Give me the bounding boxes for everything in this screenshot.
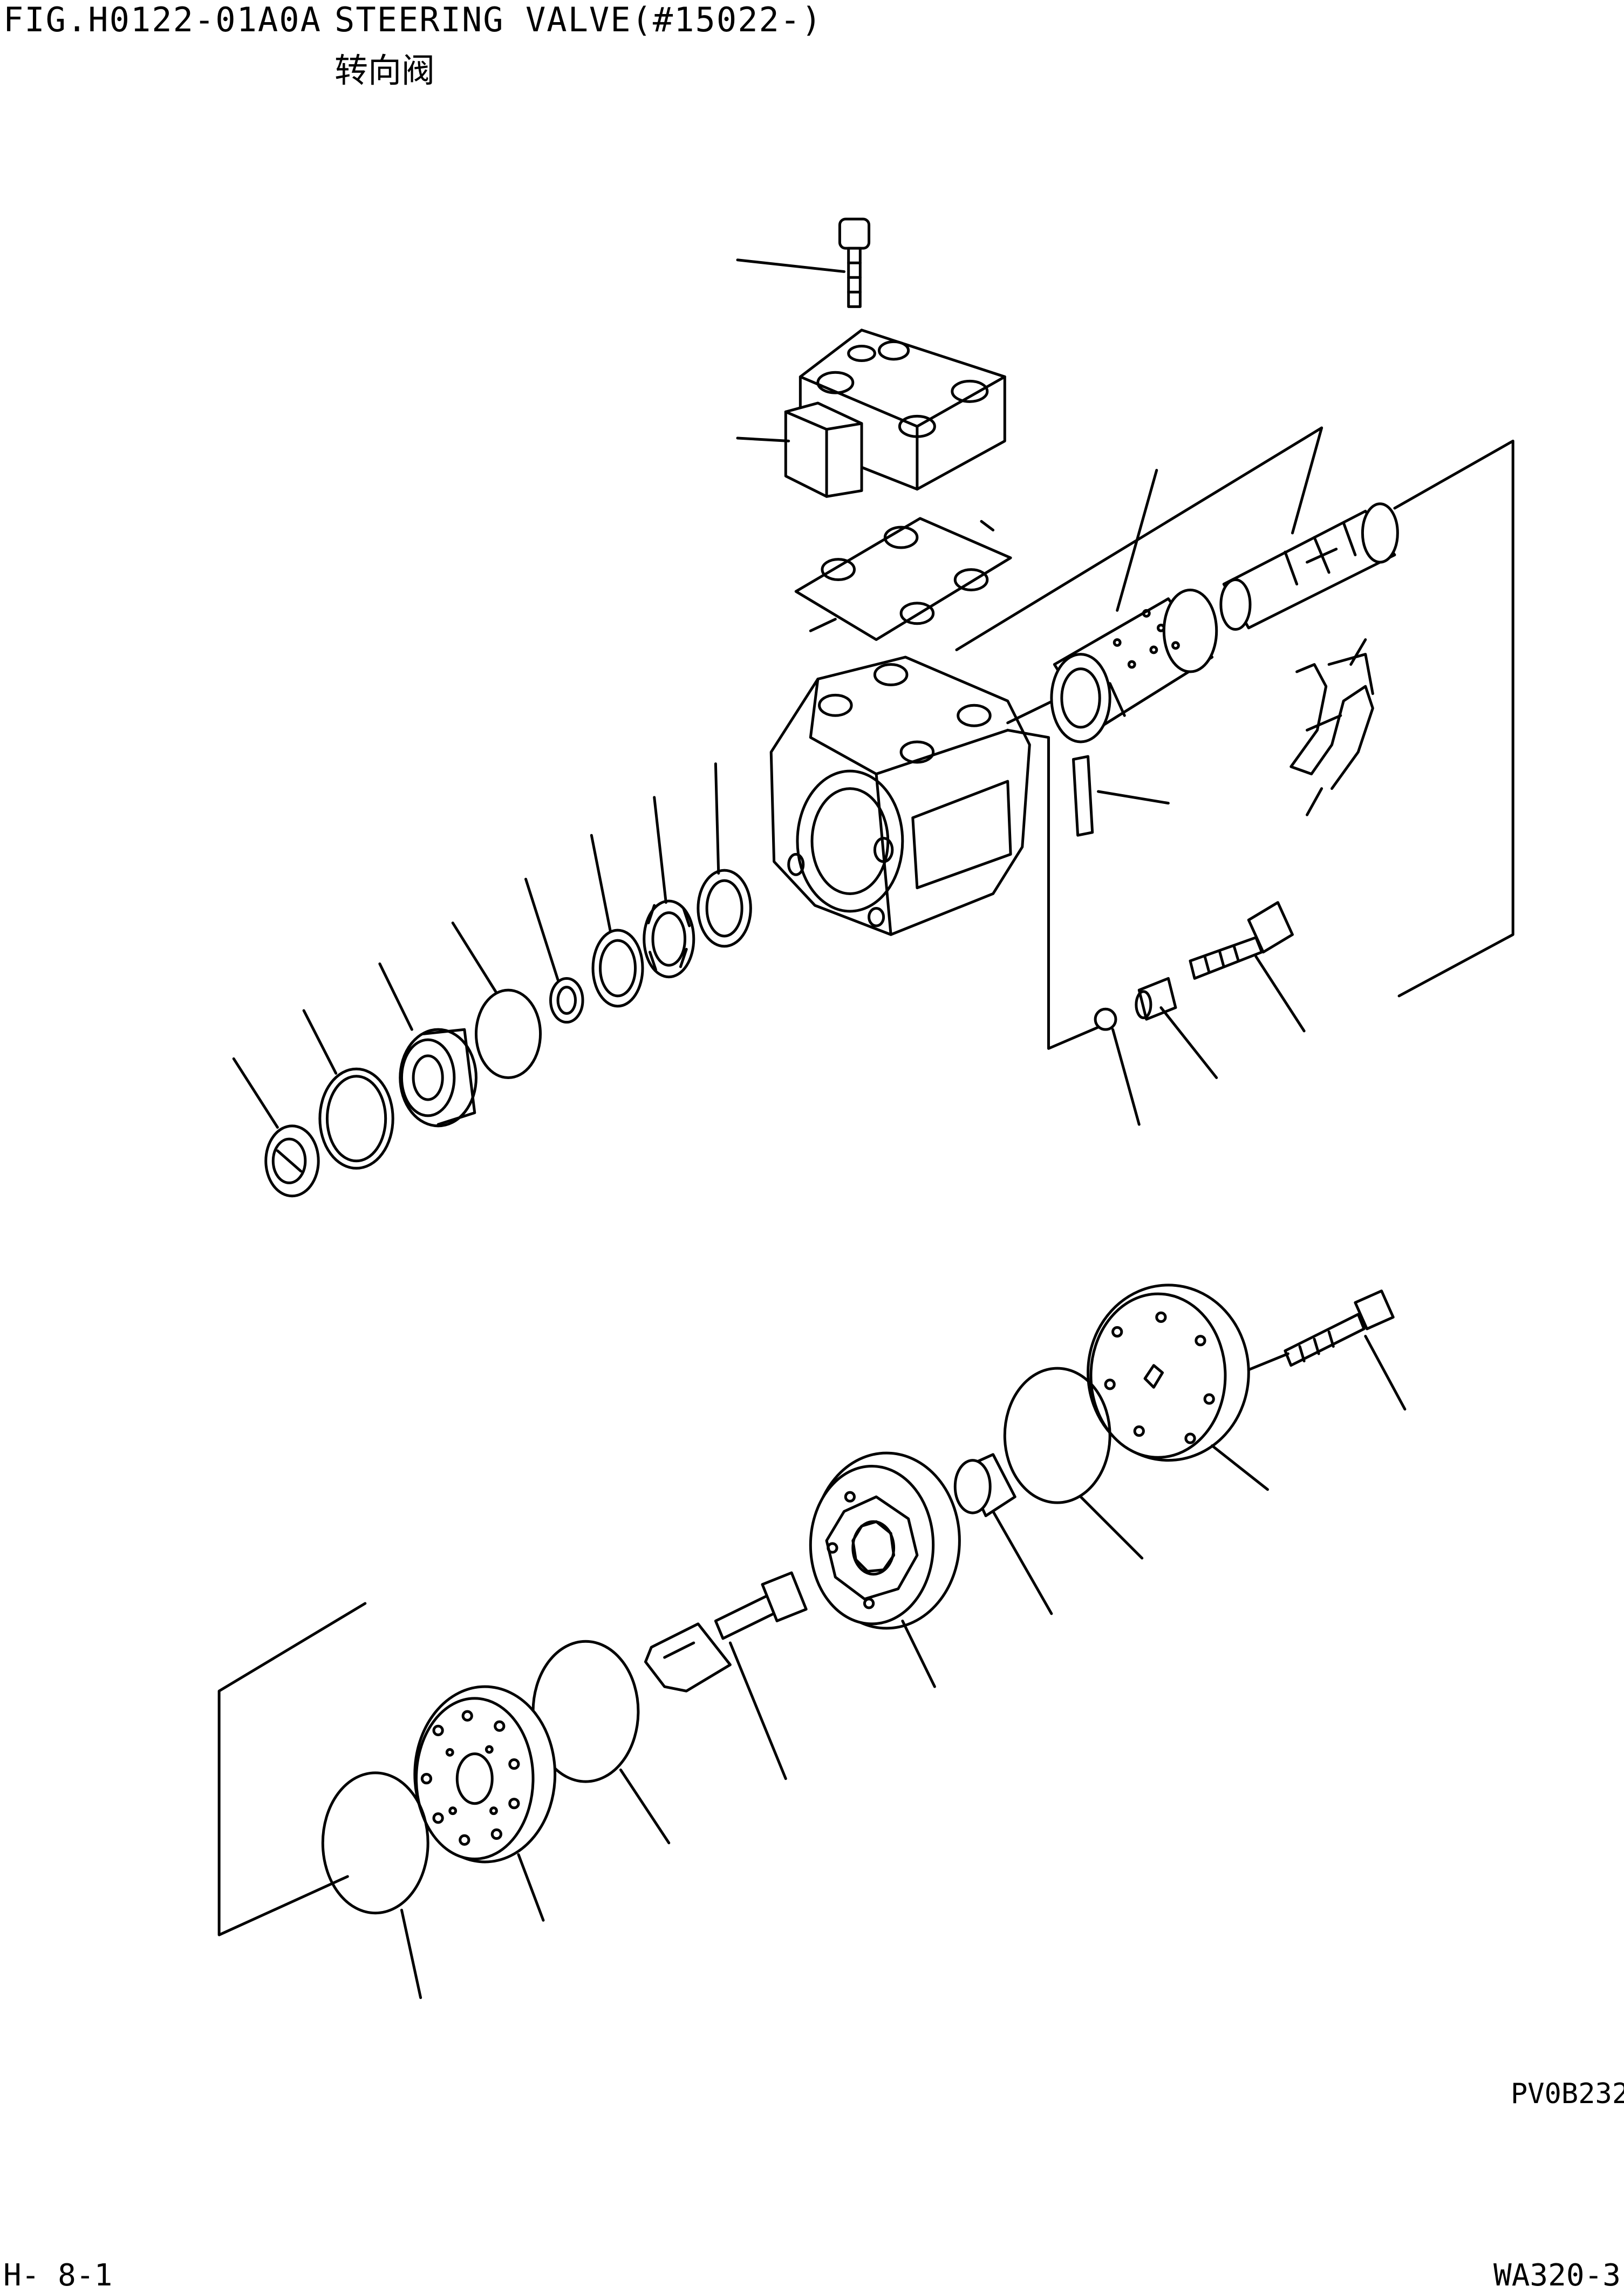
- distributor-plate: [415, 1687, 555, 1862]
- leader-line: [1117, 470, 1157, 611]
- gasket: [796, 518, 1011, 640]
- leader-line: [903, 1621, 935, 1687]
- check-valve-plug: [1190, 903, 1292, 979]
- group-bracket: [1395, 441, 1513, 996]
- leader-line: [738, 438, 789, 441]
- leader-line: [730, 1643, 786, 1779]
- cross-pin: [1073, 756, 1092, 835]
- valve-body: [771, 657, 1029, 934]
- cover-bolt: [840, 219, 869, 306]
- model-number: WA320-3: [1493, 2258, 1621, 2293]
- lip-seal: [266, 1126, 318, 1196]
- o-ring: [698, 870, 750, 946]
- dust-seal: [476, 990, 540, 1077]
- figure-code: FIG.H0122-01A0A: [3, 0, 322, 39]
- leader-line: [993, 1511, 1052, 1613]
- leader-line: [1366, 1336, 1405, 1409]
- check-valve-seat: [1136, 978, 1176, 1019]
- leader-line: [591, 835, 610, 932]
- leader-line: [1248, 1354, 1288, 1370]
- gerotor-set: [810, 1453, 959, 1628]
- figure-subtitle: 转向阀: [335, 51, 435, 90]
- page-number: H- 8-1: [3, 2258, 113, 2293]
- end-cover-bolt: [1285, 1291, 1393, 1366]
- leader-line: [234, 1059, 277, 1127]
- group-bracket: [1008, 730, 1110, 1048]
- valve-cover: [786, 330, 1005, 497]
- leader-line: [654, 797, 666, 903]
- leader-line: [1292, 428, 1321, 533]
- group-bracket: [957, 428, 1322, 650]
- o-ring-large: [1005, 1368, 1110, 1503]
- drawing-id: PV0B232: [1511, 2078, 1624, 2110]
- leader-line: [453, 923, 496, 993]
- leader-line: [1307, 789, 1322, 815]
- centering-springs: [1291, 654, 1373, 789]
- end-cap: [400, 1029, 476, 1126]
- drive-shaft: [645, 1573, 806, 1691]
- leader-line: [1351, 640, 1366, 665]
- retaining-ring: [551, 978, 583, 1022]
- spool-sleeve: [1052, 590, 1217, 741]
- group-bracket: [219, 1603, 365, 1935]
- leader-line: [1212, 1446, 1268, 1490]
- thrust-washer: [593, 930, 643, 1006]
- leader-line: [380, 964, 412, 1029]
- leader-line: [401, 1910, 420, 1997]
- leader-line: [738, 260, 844, 272]
- snap-ring: [320, 1069, 393, 1168]
- leader-line: [304, 1011, 336, 1073]
- o-ring-bottom: [323, 1773, 428, 1913]
- leader-line: [1098, 791, 1169, 803]
- leader-line: [526, 879, 558, 980]
- check-ball: [1095, 1009, 1116, 1029]
- leader-line: [1081, 1497, 1142, 1558]
- end-cover-plate: [1088, 1285, 1249, 1461]
- figure-title: STEERING VALVE(#15022-): [335, 0, 823, 39]
- leader-line: [1256, 957, 1304, 1031]
- leader-line: [715, 764, 718, 873]
- leader-line: [620, 1770, 668, 1842]
- leader-line: [1161, 1008, 1217, 1078]
- spool: [1221, 504, 1398, 630]
- spacer: [955, 1455, 1015, 1516]
- bearing-race: [644, 901, 694, 977]
- leader-line: [1113, 1029, 1139, 1124]
- leader-line: [518, 1854, 543, 1920]
